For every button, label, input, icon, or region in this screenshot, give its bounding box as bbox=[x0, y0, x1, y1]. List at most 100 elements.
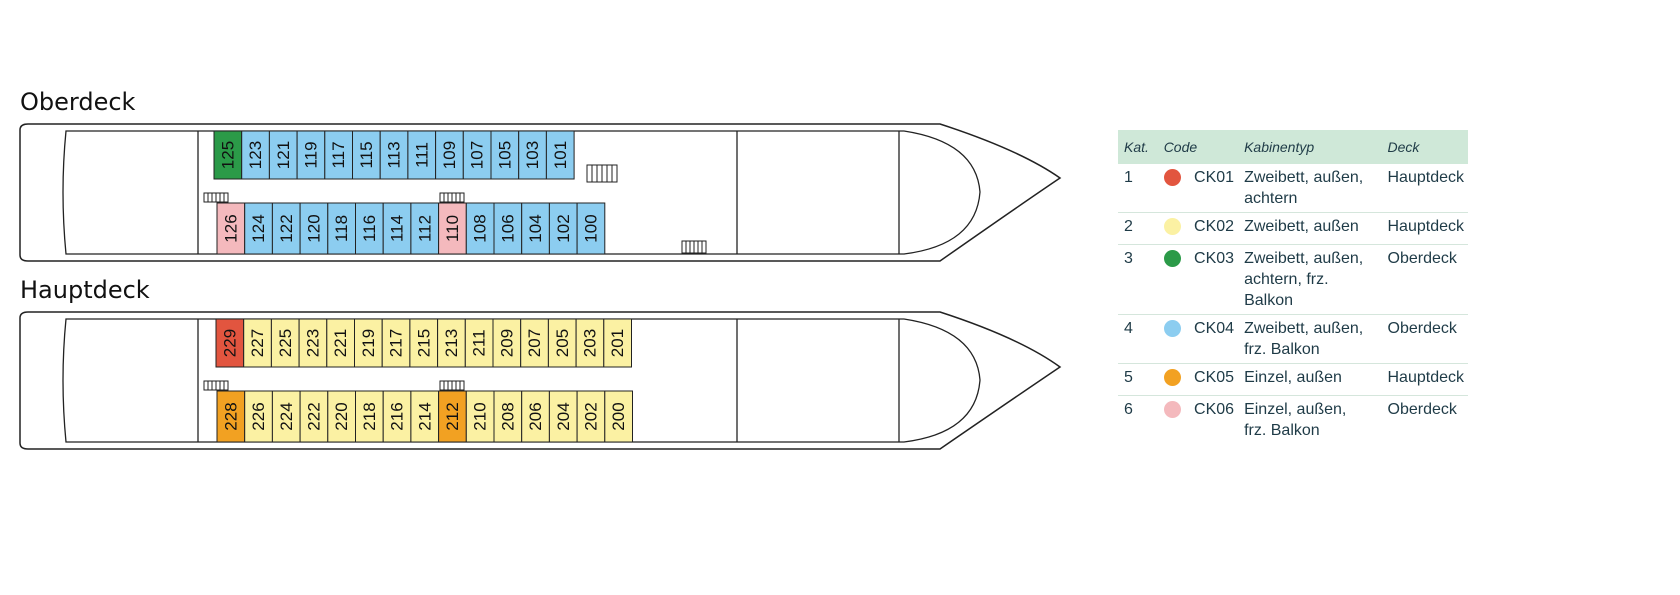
cabin-101[interactable]: 101 bbox=[545, 130, 575, 180]
cabin-number: 125 bbox=[218, 141, 237, 169]
cabin-202[interactable]: 202 bbox=[576, 390, 606, 443]
cabin-126[interactable]: 126 bbox=[216, 202, 246, 255]
cabin-201[interactable]: 201 bbox=[603, 318, 632, 368]
cabin-109[interactable]: 109 bbox=[435, 130, 464, 180]
cabin-117[interactable]: 117 bbox=[324, 130, 353, 180]
cabin-number: 228 bbox=[221, 402, 240, 430]
cabin-209[interactable]: 209 bbox=[492, 318, 522, 368]
cabin-102[interactable]: 102 bbox=[548, 202, 578, 255]
cabin-106[interactable]: 106 bbox=[493, 202, 523, 255]
cabin-122[interactable]: 122 bbox=[271, 202, 301, 255]
stairs-icon bbox=[586, 164, 618, 183]
legend-kat: 4 bbox=[1118, 314, 1158, 364]
legend-kat: 6 bbox=[1124, 401, 1133, 418]
cabin-211[interactable]: 211 bbox=[464, 318, 494, 368]
cabin-218[interactable]: 218 bbox=[355, 390, 384, 443]
cabin-107[interactable]: 107 bbox=[462, 130, 492, 180]
cabin-number: 100 bbox=[581, 214, 600, 242]
cabin-221[interactable]: 221 bbox=[326, 318, 355, 368]
cabin-120[interactable]: 120 bbox=[299, 202, 329, 255]
cabin-205[interactable]: 205 bbox=[547, 318, 577, 368]
cabin-215[interactable]: 215 bbox=[409, 318, 439, 368]
cabin-123[interactable]: 123 bbox=[241, 130, 270, 180]
cabin-box bbox=[379, 130, 409, 180]
cabin-124[interactable]: 124 bbox=[244, 202, 273, 255]
cabin-104[interactable]: 104 bbox=[521, 202, 550, 255]
legend-row: 6 CK06 Einzel, außen,frz. Balkon Oberdec… bbox=[1118, 396, 1468, 445]
stairs-icon bbox=[439, 380, 465, 391]
cabin-219[interactable]: 219 bbox=[354, 318, 383, 368]
cabin-226[interactable]: 226 bbox=[244, 390, 273, 443]
cabin-200[interactable]: 200 bbox=[604, 390, 633, 443]
cabin-222[interactable]: 222 bbox=[299, 390, 329, 443]
cabin-number: 113 bbox=[385, 141, 404, 168]
cabin-box bbox=[493, 202, 523, 255]
legend-header-code: Code bbox=[1163, 139, 1198, 155]
legend-header-row: Kat. Code Kabinentyp Deck bbox=[1118, 130, 1468, 164]
cabin-103[interactable]: 103 bbox=[518, 130, 547, 180]
cabin-212[interactable]: 212 bbox=[438, 390, 467, 443]
cabin-number: 226 bbox=[249, 402, 268, 430]
cabin-206[interactable]: 206 bbox=[521, 390, 550, 443]
legend-type-line: Einzel, außen bbox=[1244, 369, 1342, 386]
cabin-213[interactable]: 213 bbox=[437, 318, 466, 368]
cabin-121[interactable]: 121 bbox=[268, 130, 298, 180]
legend-type: Einzel, außen bbox=[1238, 363, 1382, 396]
cabin-216[interactable]: 216 bbox=[382, 390, 412, 443]
cabin-box bbox=[575, 318, 605, 368]
cabin-112[interactable]: 112 bbox=[410, 202, 440, 255]
cabin-115[interactable]: 115 bbox=[352, 130, 381, 180]
cabin-224[interactable]: 224 bbox=[271, 390, 301, 443]
cabin-119[interactable]: 119 bbox=[296, 130, 326, 180]
legend-row: 2 CK02 Zweibett, außen Hauptdeck bbox=[1118, 212, 1468, 245]
cabin-100[interactable]: 100 bbox=[576, 202, 606, 255]
cabin-105[interactable]: 105 bbox=[490, 130, 520, 180]
cabin-228[interactable]: 228 bbox=[216, 390, 246, 443]
legend-code: CK01 bbox=[1188, 164, 1239, 213]
cabin-number: 204 bbox=[554, 402, 573, 430]
cabin-box bbox=[271, 202, 301, 255]
cabin-number: 122 bbox=[277, 214, 296, 242]
cabin-box bbox=[604, 390, 633, 443]
cabin-217[interactable]: 217 bbox=[381, 318, 411, 368]
cabin-207[interactable]: 207 bbox=[520, 318, 549, 368]
cabin-210[interactable]: 210 bbox=[465, 390, 495, 443]
legend-row: 1 CK01 Zweibett, außen,achtern Hauptdeck bbox=[1118, 164, 1468, 213]
cabin-number: 207 bbox=[525, 329, 544, 357]
cabin-number: 220 bbox=[332, 402, 351, 430]
cabin-number: 123 bbox=[246, 141, 265, 169]
cabin-223[interactable]: 223 bbox=[298, 318, 328, 368]
cabin-229[interactable]: 229 bbox=[215, 318, 245, 368]
cabin-number: 202 bbox=[581, 402, 600, 430]
cabin-208[interactable]: 208 bbox=[493, 390, 523, 443]
stairs-icon bbox=[439, 192, 465, 203]
cabin-number: 213 bbox=[442, 329, 461, 357]
cabin-214[interactable]: 214 bbox=[410, 390, 440, 443]
cabin-number: 101 bbox=[551, 141, 570, 169]
cabin-227[interactable]: 227 bbox=[243, 318, 272, 368]
legend-header-deck: Deck bbox=[1387, 139, 1420, 155]
cabin-number: 218 bbox=[360, 402, 379, 430]
cabin-number: 121 bbox=[274, 141, 293, 169]
cabin-108[interactable]: 108 bbox=[465, 202, 495, 255]
cabin-number: 110 bbox=[443, 215, 462, 242]
cabin-118[interactable]: 118 bbox=[327, 202, 356, 255]
cabin-220[interactable]: 220 bbox=[327, 390, 356, 443]
cabin-110[interactable]: 110 bbox=[438, 202, 467, 255]
cabin-113[interactable]: 113 bbox=[379, 130, 409, 180]
cabin-number: 214 bbox=[415, 402, 434, 430]
cabin-box bbox=[603, 318, 632, 368]
cabin-204[interactable]: 204 bbox=[548, 390, 578, 443]
legend-row: 4 CK04 Zweibett, außen,frz. Balkon Oberd… bbox=[1118, 314, 1468, 364]
cabin-114[interactable]: 114 bbox=[382, 202, 412, 255]
cabin-111[interactable]: 111 bbox=[407, 130, 437, 180]
legend-type-line: Zweibett, außen bbox=[1244, 218, 1359, 235]
cabin-box bbox=[410, 390, 440, 443]
cabin-203[interactable]: 203 bbox=[575, 318, 605, 368]
cabin-225[interactable]: 225 bbox=[270, 318, 300, 368]
cabin-number: 104 bbox=[526, 214, 545, 242]
cabin-125[interactable]: 125 bbox=[213, 130, 243, 180]
cabin-116[interactable]: 116 bbox=[355, 202, 384, 255]
cabin-number: 124 bbox=[249, 214, 268, 242]
